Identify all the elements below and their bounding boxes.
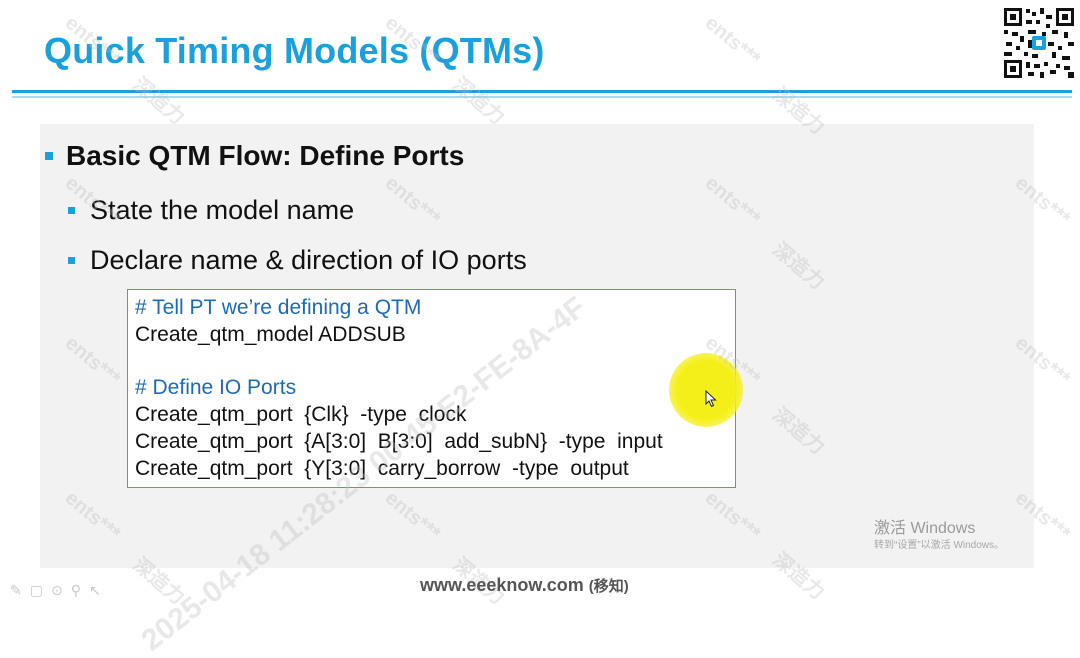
sub-bullet-model-name: State the model name <box>90 195 355 225</box>
code-line: Create_qtm_port {A[3:0] B[3:0] add_subN}… <box>135 430 663 453</box>
slide-title: Quick Timing Models (QTMs) <box>44 30 545 71</box>
footer-site: www.eeeknow.com (移知) <box>420 575 629 596</box>
code-line: Create_qtm_port {Clk} -type clock <box>135 403 467 426</box>
more-options-icon[interactable]: ↖ <box>88 582 101 598</box>
mouse-pointer-icon <box>705 390 717 408</box>
presenter-toolbar: ✎ ▢ ⊙ ⚲ ↖ <box>10 582 101 599</box>
activate-windows-title: 激活 Windows <box>874 520 976 537</box>
title-rule-light <box>12 96 1072 98</box>
watermark-cn: 深造力 <box>128 73 189 130</box>
code-line: Create_qtm_port {Y[3:0] carry_borrow -ty… <box>135 457 629 480</box>
pointer-tool-icon[interactable]: ⊙ <box>50 582 63 598</box>
pen-icon[interactable]: ✎ <box>10 582 22 598</box>
cursor-highlight <box>669 353 743 427</box>
code-block: # Tell PT we’re defining a QTM Create_qt… <box>127 289 736 488</box>
sub-bullet-marker <box>68 257 75 264</box>
footer-url: www.eeeknow.com <box>420 575 584 595</box>
sub-bullet-marker <box>68 207 75 214</box>
code-line: Create_qtm_model ADDSUB <box>135 323 406 346</box>
slides-icon[interactable]: ▢ <box>29 582 43 598</box>
sub-bullet-io-ports: Declare name & direction of IO ports <box>90 245 527 275</box>
footer-cn: (移知) <box>588 578 629 595</box>
bullet-basic-qtm-flow: Basic QTM Flow: Define Ports <box>66 140 465 171</box>
watermark-cn: 深造力 <box>448 73 509 130</box>
bullet-marker <box>45 152 53 160</box>
search-icon[interactable]: ⚲ <box>70 582 81 598</box>
qr-code-icon <box>1002 6 1076 80</box>
activate-windows-subtitle: 转到“设置”以激活 Windows。 <box>874 540 1005 551</box>
watermark: ents*** <box>700 11 765 71</box>
title-rule <box>12 90 1072 93</box>
code-comment: # Define IO Ports <box>135 376 297 399</box>
code-comment: # Tell PT we’re defining a QTM <box>135 296 422 319</box>
